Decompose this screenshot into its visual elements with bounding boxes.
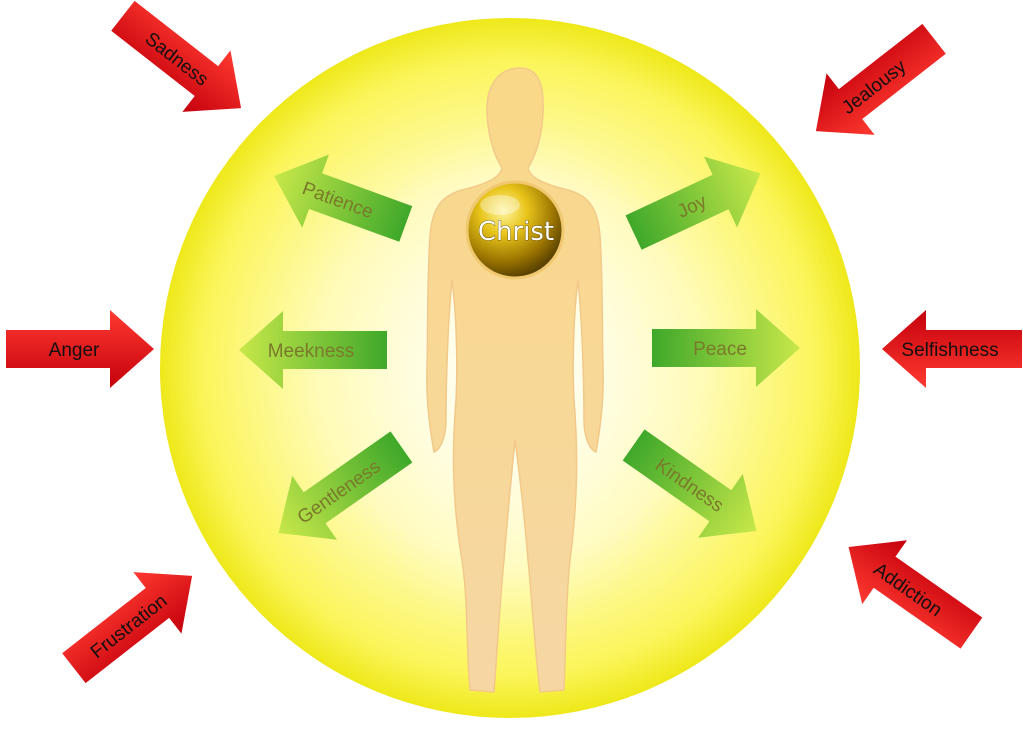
- virtue-arrow-meekness-label: Meekness: [268, 341, 355, 362]
- christ-orb: Christ: [467, 182, 563, 278]
- threat-arrow-anger: Anger: [6, 310, 154, 388]
- threat-arrow-sadness: Sadness: [99, 0, 265, 139]
- threat-arrow-anger-label: Anger: [49, 340, 100, 361]
- center-label: Christ: [478, 217, 554, 247]
- virtue-arrow-peace-label: Peace: [693, 339, 747, 360]
- threat-arrow-jealousy: Jealousy: [792, 8, 958, 162]
- threat-arrow-selfishness-label: Selfishness: [901, 340, 998, 361]
- threat-arrow-frustration: Frustration: [50, 545, 216, 699]
- threat-arrow-selfishness: Selfishness: [882, 310, 1022, 388]
- threat-arrow-addiction: Addiction: [826, 515, 994, 665]
